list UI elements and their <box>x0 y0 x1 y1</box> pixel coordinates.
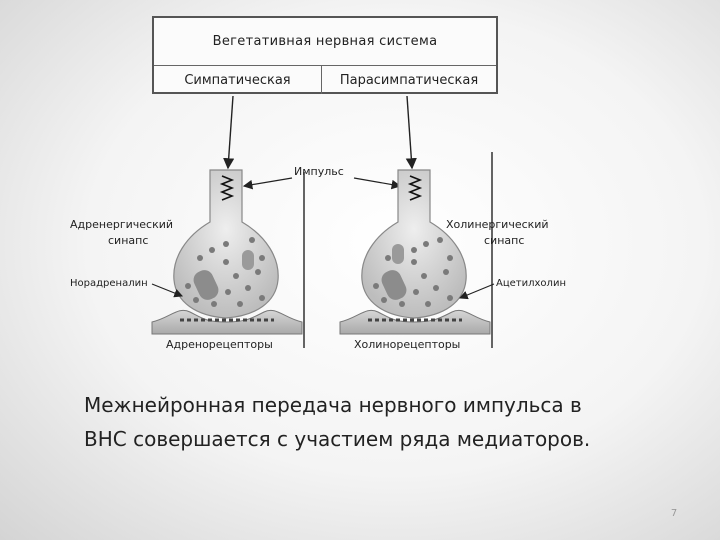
slide-caption: Межнейронная передача нервного импульса … <box>84 388 694 456</box>
label-noradrenaline: Норадреналин <box>70 278 148 289</box>
page-number: 7 <box>670 508 678 519</box>
arrow-impulse-right <box>353 177 402 190</box>
table-title: Вегетативная нервная система <box>154 18 496 66</box>
mitochondrion-right-2 <box>392 244 404 264</box>
vesicles-right <box>373 237 453 307</box>
ans-classification-table: Вегетативная нервная система Симпатическ… <box>152 16 498 94</box>
label-cholinergic-line1: Холинергический <box>446 218 549 231</box>
cholinergic-synapse <box>339 169 491 335</box>
postsynaptic-membrane-right <box>339 309 491 335</box>
caption-line-1: Межнейронная передача нервного импульса … <box>84 393 582 417</box>
arrow-acetylcholine <box>458 283 495 300</box>
vesicles-left <box>185 237 265 307</box>
mitochondrion-right-1 <box>381 270 407 300</box>
arrow-noradrenaline <box>151 283 184 298</box>
arrow-impulse-left <box>242 177 293 190</box>
adrenergic-synapse <box>151 169 303 335</box>
postsynaptic-membrane-left <box>151 309 303 335</box>
table-cell-sympathetic: Симпатическая <box>154 66 322 94</box>
table-cell-parasympathetic: Парасимпатическая <box>339 72 479 88</box>
label-adrenergic-line1: Адренергический <box>70 218 173 231</box>
label-impulse: Импульс <box>294 165 344 178</box>
label-acetylcholine: Ацетилхолин <box>496 278 566 289</box>
label-cholinoreceptors: Холинорецепторы <box>354 338 460 351</box>
arrow-parasympathetic <box>405 95 417 170</box>
impulse-wave-left <box>219 175 235 201</box>
mitochondrion-left-1 <box>193 270 219 300</box>
impulse-wave-right <box>407 175 423 201</box>
label-cholinergic-line2: синапс <box>484 234 524 247</box>
label-adrenergic-line2: синапс <box>108 234 148 247</box>
caption-line-2: ВНС совершается с участием ряда медиатор… <box>84 427 591 451</box>
arrow-sympathetic <box>223 95 235 170</box>
mitochondrion-left-2 <box>242 250 254 270</box>
label-adrenoreceptors: Адренорецепторы <box>166 338 273 351</box>
